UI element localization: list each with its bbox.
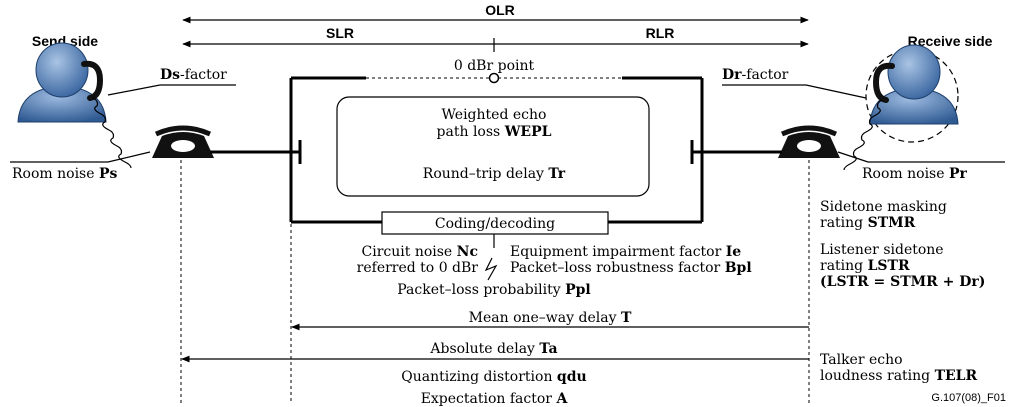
room-noise-pr-pointer <box>837 151 869 163</box>
quantizing-distortion-label: Quantizing distortion qdu <box>401 369 586 385</box>
echo-path-box <box>336 96 650 197</box>
referred-label: referred to 0 dBr <box>357 260 479 276</box>
receive-person-icon <box>865 44 959 143</box>
coding-label: Coding/decoding <box>435 216 555 232</box>
dbr-point-label: 0 dBr point <box>454 58 535 74</box>
stmr-line2: rating STMR <box>820 215 916 231</box>
packet-loss-robustness-label: Packet–loss robustness factor Bpl <box>510 260 752 276</box>
wepl-line2: path loss WEPL <box>437 124 552 140</box>
rlr-label: RLR <box>646 25 675 41</box>
circuit-noise-label: Circuit noise Nc <box>362 244 478 260</box>
wepl-line1: Weighted echo <box>442 107 547 123</box>
absolute-delay-label: Absolute delay Ta <box>429 341 557 357</box>
receive-telephone-icon <box>778 125 840 158</box>
receive-cord <box>843 99 883 171</box>
packet-loss-probability-label: Packet–loss probability Ppl <box>397 282 591 298</box>
send-side-label: Send side <box>32 33 98 49</box>
lstr-line2: rating LSTR <box>820 258 910 274</box>
round-trip-delay-label: Round–trip delay Tr <box>423 166 566 182</box>
receive-side-label: Receive side <box>908 33 993 49</box>
send-cord <box>92 97 132 169</box>
dbr-point-marker <box>488 72 500 84</box>
send-telephone-icon <box>152 125 214 158</box>
equipment-impairment-label: Equipment impairment factor Ie <box>510 244 741 260</box>
network-frame <box>289 76 704 224</box>
ds-pointer <box>107 84 161 96</box>
room-noise-ps-pointer <box>107 151 151 163</box>
lightning-icon <box>484 257 498 281</box>
room-noise-ps-label: Room noise Ps <box>12 166 117 182</box>
lstr-line3: (LSTR = STMR + Dr) <box>820 274 985 290</box>
room-noise-pr-label: Room noise Pr <box>862 166 967 182</box>
ds-factor-label: Ds-factor <box>160 67 227 83</box>
slr-label: SLR <box>326 25 354 41</box>
dr-factor-label: Dr-factor <box>722 67 789 83</box>
mean-one-way-delay-label: Mean one–way delay T <box>469 310 632 326</box>
figure-id: G.107(08)_F01 <box>931 392 1006 404</box>
stmr-line1: Sidetone masking <box>820 199 947 215</box>
telr-line1: Talker echo <box>820 352 903 368</box>
expectation-factor-label: Expectation factor A <box>421 391 569 407</box>
telr-line2: loudness rating TELR <box>820 368 978 384</box>
send-person-icon <box>17 42 107 123</box>
olr-label: OLR <box>485 2 515 18</box>
lstr-line1: Listener sidetone <box>820 242 944 258</box>
dr-pointer <box>805 84 867 99</box>
coding-box <box>381 211 609 235</box>
